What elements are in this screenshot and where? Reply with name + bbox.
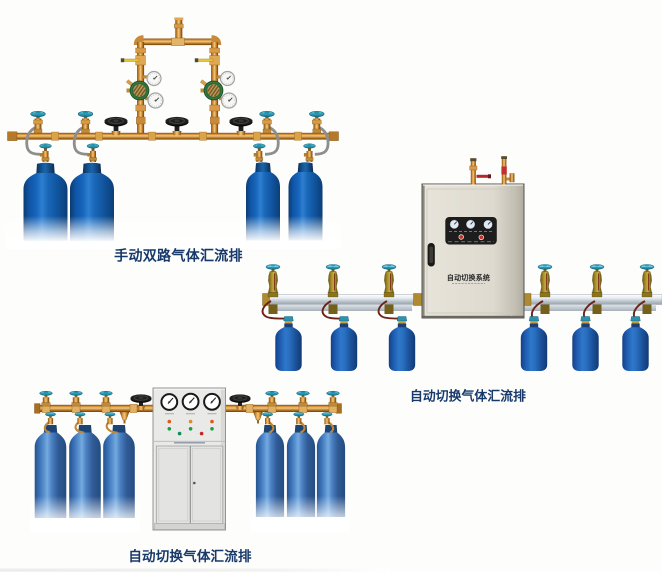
svg-text:手动双路气体汇流排: 手动双路气体汇流排 bbox=[114, 248, 243, 264]
svg-text:自动切换气体汇流排: 自动切换气体汇流排 bbox=[128, 548, 252, 564]
svg-text:自动切换系统: 自动切换系统 bbox=[447, 273, 490, 282]
svg-text:自动切换气体汇流排: 自动切换气体汇流排 bbox=[410, 388, 526, 403]
